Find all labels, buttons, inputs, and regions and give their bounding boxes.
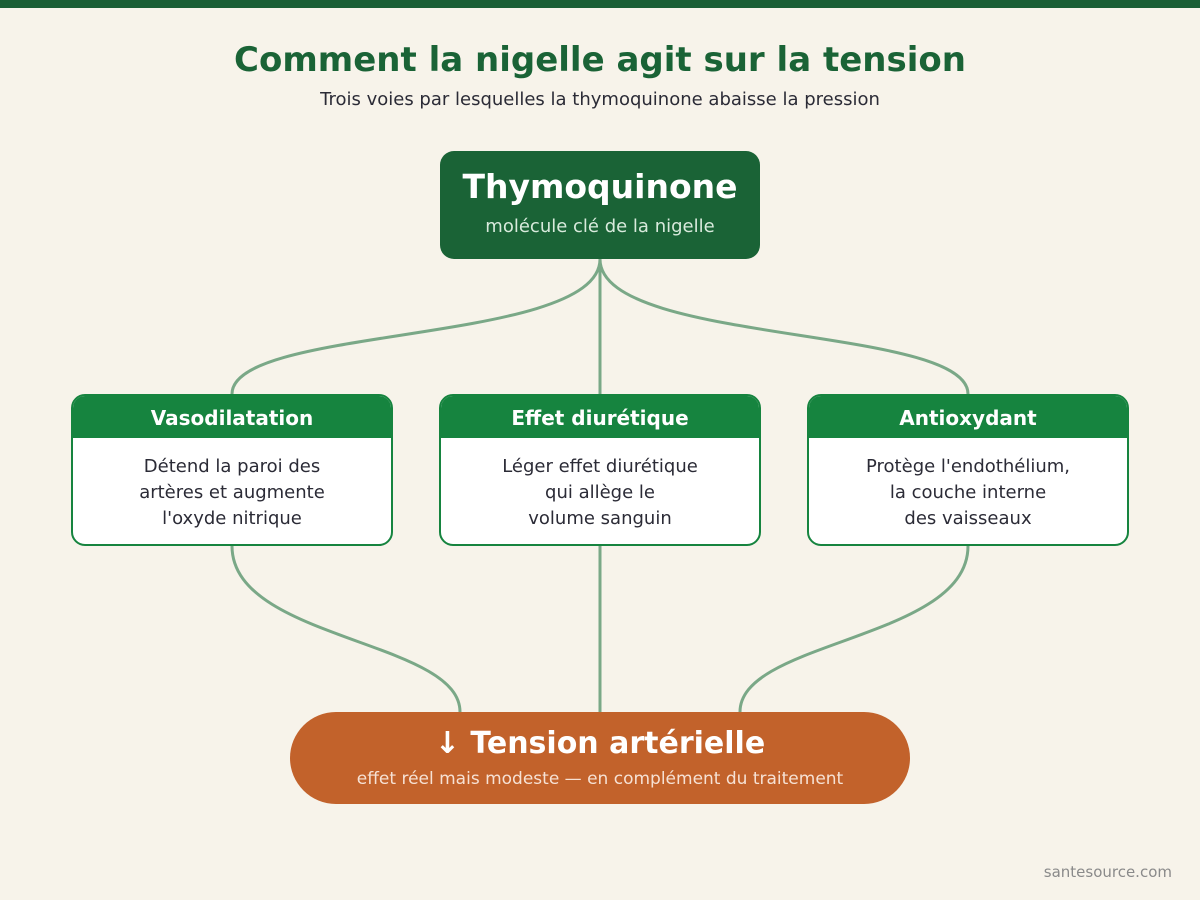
pathway-card-line: des vaisseaux [904,508,1032,529]
thymoquinone-node-title: Thymoquinone [462,167,738,206]
connector-source-to-vasodilatation [230,258,602,395]
pathway-card-line: artères et augmente [139,482,325,503]
connector-antioxydant-to-result [738,545,970,713]
connector-source-to-antioxydant [598,258,970,395]
tension-arterielle-node: ↓ Tension artérielle effet réel mais mod… [290,712,910,804]
source-credit: santesource.com [1043,863,1172,881]
pathway-card-antioxydant: Antioxydant Protège l'endothélium, la co… [807,394,1129,546]
thymoquinone-node: Thymoquinone molécule clé de la nigelle [440,151,760,259]
page-title: Comment la nigelle agit sur la tension [234,40,966,80]
tension-arterielle-node-title: ↓ Tension artérielle [434,726,766,761]
pathway-card-body: Détend la paroi des artères et augmente … [73,438,391,532]
pathway-card-title: Antioxydant [809,396,1127,438]
pathway-card-body: Protège l'endothélium, la couche interne… [809,438,1127,532]
pathway-card-line: qui allège le [545,482,655,503]
pathway-card-effet-diuretique: Effet diurétique Léger effet diurétique … [439,394,761,546]
pathway-card-line: volume sanguin [528,508,672,529]
pathway-card-vasodilatation: Vasodilatation Détend la paroi des artèr… [71,394,393,546]
pathway-card-line: Protège l'endothélium, [866,456,1070,477]
thymoquinone-node-description: molécule clé de la nigelle [485,216,715,237]
tension-arterielle-node-description: effet réel mais modeste — en complément … [356,769,844,789]
pathway-card-body: Léger effet diurétique qui allège le vol… [441,438,759,532]
pathway-card-line: la couche interne [889,482,1047,503]
pathway-card-line: Détend la paroi des [143,456,321,477]
pathway-card-line: l'oxyde nitrique [162,508,302,529]
pathway-card-title: Effet diurétique [441,396,759,438]
connector-vasodilatation-to-result [230,545,462,713]
pathway-card-title: Vasodilatation [73,396,391,438]
top-accent-bar [0,0,1200,8]
page-subtitle: Trois voies par lesquelles la thymoquino… [320,89,880,110]
pathway-card-line: Léger effet diurétique [502,456,698,477]
